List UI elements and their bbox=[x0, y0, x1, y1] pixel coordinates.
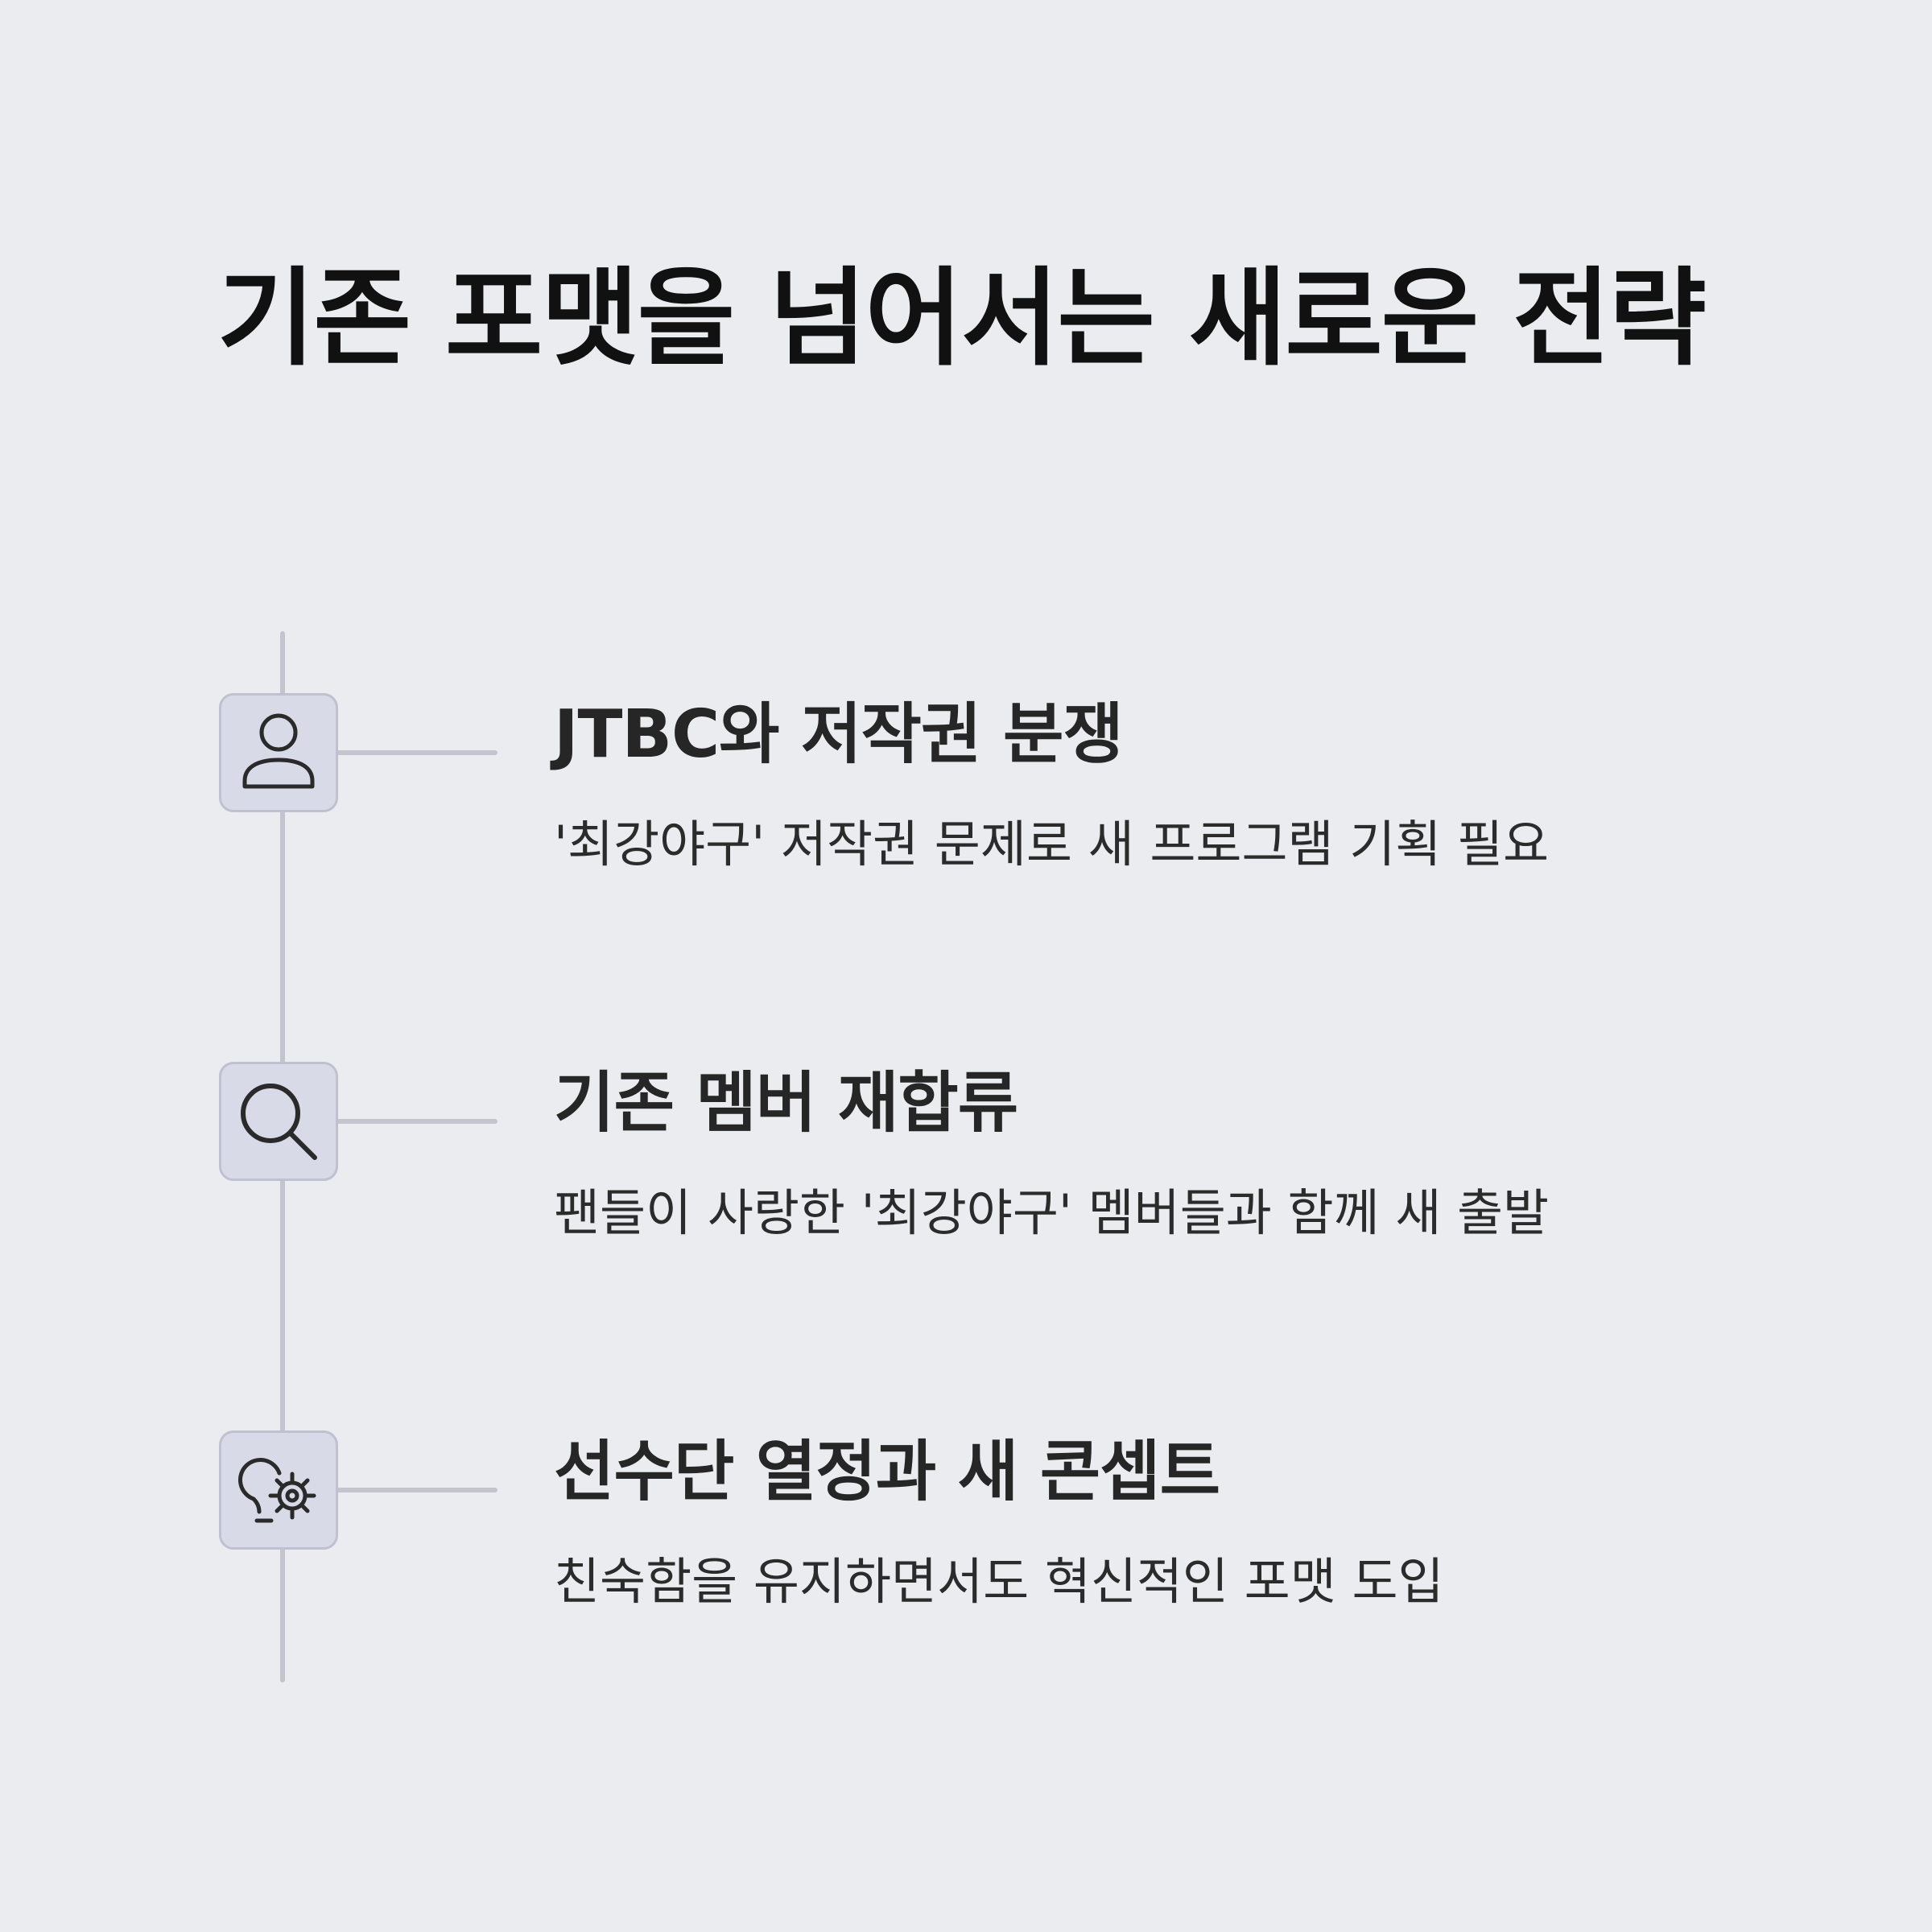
step-connector bbox=[336, 1119, 497, 1124]
timeline-step-1: JTBC와 저작권 분쟁 '최강야구' 저작권 문제로 새 프로그램 기획 필요 bbox=[0, 693, 1932, 935]
step-description: 친숙함을 유지하면서도 혁신적인 포맷 도입 bbox=[554, 1552, 1444, 1611]
step-description: '최강야구' 저작권 문제로 새 프로그램 기획 필요 bbox=[554, 815, 1550, 873]
page-title: 기존 포맷을 넘어서는 새로운 전략 bbox=[217, 257, 1707, 381]
step-connector bbox=[336, 750, 497, 755]
timeline-step-2: 기존 멤버 재합류 팬들이 사랑한 '최강야구' 멤버들과 함께 새 출발 bbox=[0, 1062, 1932, 1303]
step-icon-box bbox=[219, 1062, 338, 1181]
step-icon-box bbox=[219, 693, 338, 812]
step-heading: 기존 멤버 재합류 bbox=[554, 1065, 1018, 1141]
step-description: 팬들이 사랑한 '최강야구' 멤버들과 함께 새 출발 bbox=[554, 1183, 1550, 1242]
timeline-step-3: 선수단 열정과 새 콘셉트 친숙함을 유지하면서도 혁신적인 포맷 도입 bbox=[0, 1430, 1932, 1672]
user-icon bbox=[242, 713, 315, 789]
step-heading: JTBC와 저작권 분쟁 bbox=[554, 696, 1124, 773]
lightbulb-gear-icon bbox=[238, 1458, 316, 1523]
step-connector bbox=[336, 1488, 497, 1492]
search-icon bbox=[241, 1084, 317, 1160]
step-icon-box bbox=[219, 1430, 338, 1550]
step-heading: 선수단 열정과 새 콘셉트 bbox=[554, 1434, 1220, 1510]
